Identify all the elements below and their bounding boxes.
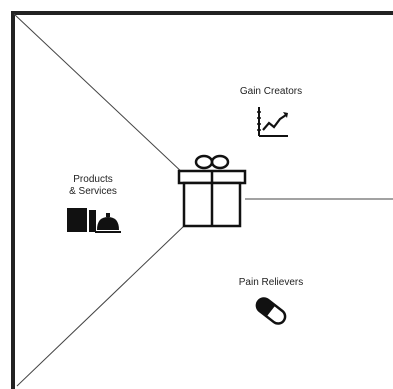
products-services-line1: Products [73,174,113,185]
products-services-label: Products & Services [56,174,130,198]
divider-lower-diagonal [16,224,186,387]
pain-relievers-label: Pain Relievers [238,277,304,288]
gain-creators-label: Gain Creators [239,86,303,97]
divider-upper-diagonal [13,13,186,176]
pill-icon [255,297,287,325]
growth-chart-icon [257,107,288,137]
gift-icon [177,154,247,228]
products-services-line2: & Services [69,186,117,197]
products-services-icon [67,208,121,233]
